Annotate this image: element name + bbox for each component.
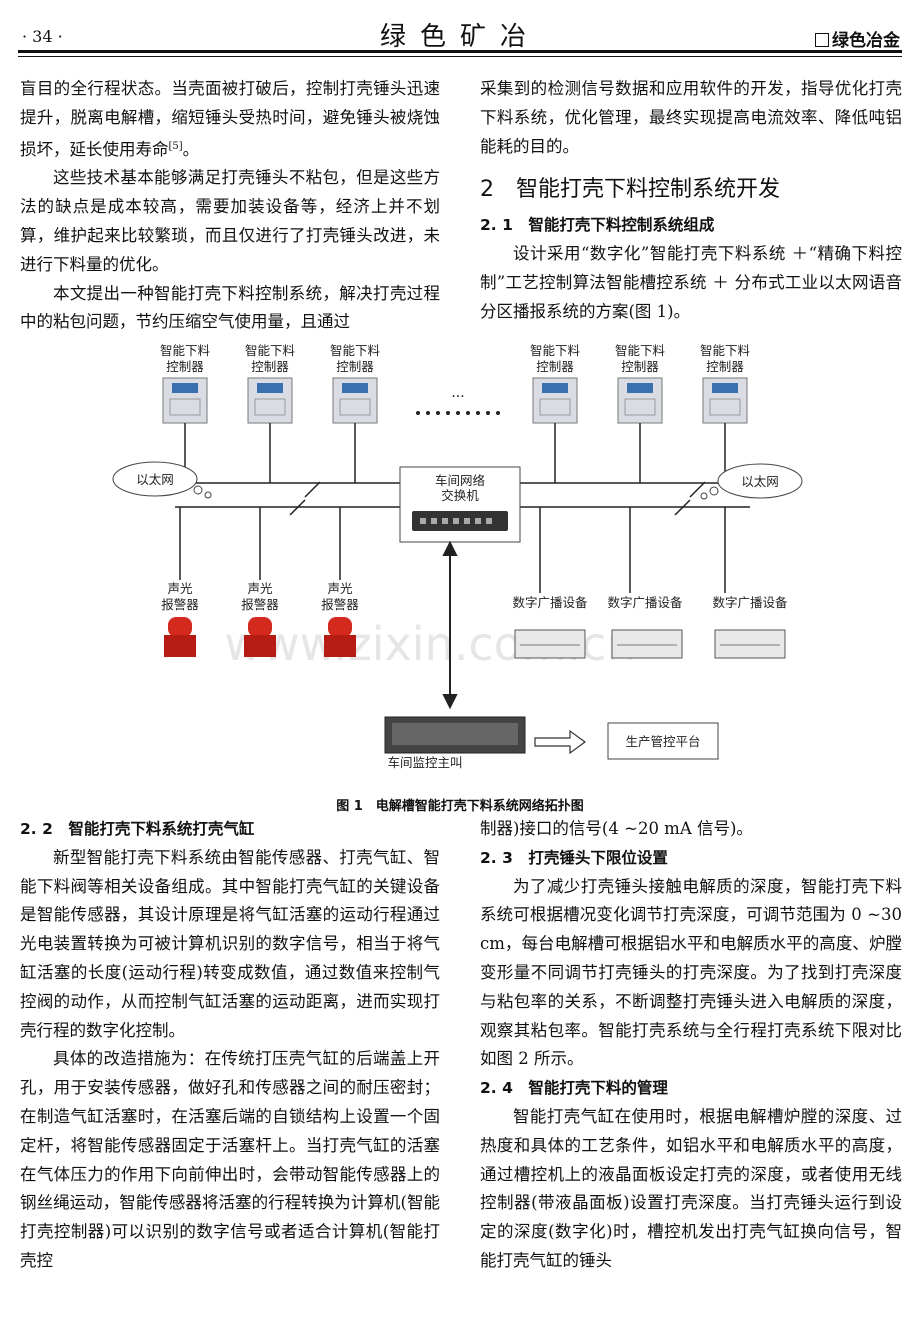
svg-text:控制器: 控制器 xyxy=(251,359,289,374)
controller-4: 智能下料 控制器 xyxy=(530,343,581,424)
svg-text:智能下料: 智能下料 xyxy=(245,343,296,358)
svg-text:生产管控平台: 生产管控平台 xyxy=(625,734,700,749)
ethernet-cloud-right: 以太网 xyxy=(700,463,803,500)
double-arrow xyxy=(442,540,458,710)
production-platform: 生产管控平台 xyxy=(607,722,719,760)
section-text: 绿色冶金 xyxy=(832,31,900,51)
svg-text:数字广播设备: 数字广播设备 xyxy=(512,595,588,610)
paragraph-text: 盲目的全行程状态。当壳面被打破后，控制打壳锤头迅速提升，脱离电解槽，缩短锤头受热… xyxy=(20,79,440,159)
paragraph: 采集到的检测信号数据和应用软件的开发，指导优化打壳下料系统，优化管理，最终实现提… xyxy=(480,79,902,156)
svg-text:交换机: 交换机 xyxy=(441,488,479,503)
broadcast-device-2: 数字广播设备 xyxy=(607,595,683,659)
section-heading: 2 智能打壳下料控制系统开发 xyxy=(480,177,780,203)
svg-text:报警器: 报警器 xyxy=(241,597,279,612)
right-column-top: 采集到的检测信号数据和应用软件的开发，指导优化打壳下料系统，优化管理，最终实现提… xyxy=(480,75,902,327)
right-column-bottom: 制器)接口的信号(4 ~20 mA 信号)。 2. 3 打壳锤头下限位设置 为了… xyxy=(480,815,902,1276)
network-switch: 车间网络 交换机 xyxy=(399,466,521,543)
ellipsis-small: ··· xyxy=(451,389,464,405)
device-links xyxy=(179,507,726,593)
controller-group-right: 智能下料 控制器 智能下料 控制器 智能下料 控制器 xyxy=(530,343,751,424)
svg-text:智能下料: 智能下料 xyxy=(160,343,211,358)
svg-text:报警器: 报警器 xyxy=(321,597,359,612)
svg-text:数字广播设备: 数字广播设备 xyxy=(712,595,788,610)
svg-text:以太网: 以太网 xyxy=(136,472,174,487)
svg-text:车间监控主叫: 车间监控主叫 xyxy=(387,755,462,770)
journal-title: 绿色矿冶 xyxy=(379,22,540,52)
paragraph: 这些技术基本能够满足打壳锤头不粘包，但是这些方法的缺点是成本较高，需要加装设备等… xyxy=(20,168,440,274)
paragraph: 新型智能打壳下料系统由智能传感器、打壳气缸、智能下料阀等相关设备组成。其中智能打… xyxy=(20,847,440,1040)
paragraph: 本文提出一种智能打壳下料控制系统，解决打壳过程中的粘包问题，节约压缩空气使用量，… xyxy=(20,283,440,332)
section-label: 绿色冶金 xyxy=(815,26,900,51)
monitor-host: 车间监控主叫 xyxy=(384,716,526,770)
figure-caption: 图 1 电解槽智能打壳下料系统网络拓扑图 xyxy=(336,799,584,814)
svg-text:智能下料: 智能下料 xyxy=(530,343,581,358)
svg-text:智能下料: 智能下料 xyxy=(700,343,751,358)
citation: [5] xyxy=(168,140,183,152)
left-column-bottom: 2. 2 智能打壳下料系统打壳气缸 新型智能打壳下料系统由智能传感器、打壳气缸、… xyxy=(20,815,440,1276)
dots-row xyxy=(416,411,500,415)
subsection-heading: 2. 1 智能打壳下料控制系统组成 xyxy=(480,216,715,235)
svg-text:控制器: 控制器 xyxy=(536,359,574,374)
subsection-heading: 2. 4 智能打壳下料的管理 xyxy=(480,1079,668,1098)
svg-text:声光: 声光 xyxy=(167,581,192,596)
controller-6: 智能下料 控制器 xyxy=(700,343,751,424)
svg-text:声光: 声光 xyxy=(327,581,352,596)
header-rule-thick xyxy=(18,50,902,53)
paragraph: 具体的改造措施为：在传统打压壳气缸的后端盖上开孔，用于安装传感器，做好孔和传感器… xyxy=(20,1049,440,1270)
svg-text:声光: 声光 xyxy=(247,581,272,596)
alarm-1: 声光 报警器 xyxy=(161,581,199,657)
controller-5: 智能下料 控制器 xyxy=(615,343,666,424)
controller-2: 智能下料 控制器 xyxy=(245,343,296,424)
paragraph: 设计采用“数字化”智能打壳下料系统 ＋“精确下料控制”工艺控制算法智能槽控系统 … xyxy=(480,244,902,321)
broadcast-device-1: 数字广播设备 xyxy=(512,595,588,659)
svg-text:车间网络: 车间网络 xyxy=(435,473,486,488)
alarm-3: 声光 报警器 xyxy=(321,581,359,657)
svg-text:控制器: 控制器 xyxy=(706,359,744,374)
svg-text:以太网: 以太网 xyxy=(741,474,779,489)
svg-text:智能下料: 智能下料 xyxy=(615,343,666,358)
paragraph-text: 。 xyxy=(182,139,200,159)
controller-group-left: 智能下料 控制器 智能下料 控制器 智能下料 控制器 xyxy=(160,343,381,424)
subsection-heading: 2. 3 打壳锤头下限位设置 xyxy=(480,848,668,867)
alarm-2: 声光 报警器 xyxy=(241,581,279,657)
controller-3: 智能下料 控制器 xyxy=(330,343,381,424)
svg-text:数字广播设备: 数字广播设备 xyxy=(607,595,683,610)
subsection-heading: 2. 2 智能打壳下料系统打壳气缸 xyxy=(20,820,255,838)
svg-text:控制器: 控制器 xyxy=(336,359,374,374)
network-topology-figure: www.zixin.com.cn 智能下料 控制器 智能下料 控制器 智能下料 … xyxy=(112,343,803,770)
hollow-arrow xyxy=(534,729,587,755)
checkbox-icon xyxy=(815,33,829,47)
paragraph: 盲目的全行程状态。当壳面被打破后，控制打壳锤头迅速提升，脱离电解槽，缩短锤头受热… xyxy=(20,75,440,164)
left-column-top: 盲目的全行程状态。当壳面被打破后，控制打壳锤头迅速提升，脱离电解槽，缩短锤头受热… xyxy=(20,75,440,337)
header-rule-thin xyxy=(18,56,902,57)
svg-text:控制器: 控制器 xyxy=(166,359,204,374)
page-header: · 34 · 绿色矿冶 绿色冶金 xyxy=(0,0,920,60)
svg-text:控制器: 控制器 xyxy=(621,359,659,374)
ethernet-cloud-left: 以太网 xyxy=(112,461,212,499)
broadcast-device-3: 数字广播设备 xyxy=(712,595,788,659)
paragraph: 制器)接口的信号(4 ~20 mA 信号)。 xyxy=(480,819,753,838)
page-number: · 34 · xyxy=(22,27,63,46)
ethernet-bus xyxy=(175,481,750,516)
paragraph: 智能打壳气缸在使用时，根据电解槽炉膛的深度、过热度和具体的工艺条件，如铝水平和电… xyxy=(480,1106,902,1270)
paragraph: 为了减少打壳锤头接触电解质的深度，智能打壳下料系统可根据槽况变化调节打壳深度，可… xyxy=(480,876,902,1069)
svg-text:智能下料: 智能下料 xyxy=(330,343,381,358)
svg-text:报警器: 报警器 xyxy=(161,597,199,612)
controller-1: 智能下料 控制器 xyxy=(160,343,211,424)
